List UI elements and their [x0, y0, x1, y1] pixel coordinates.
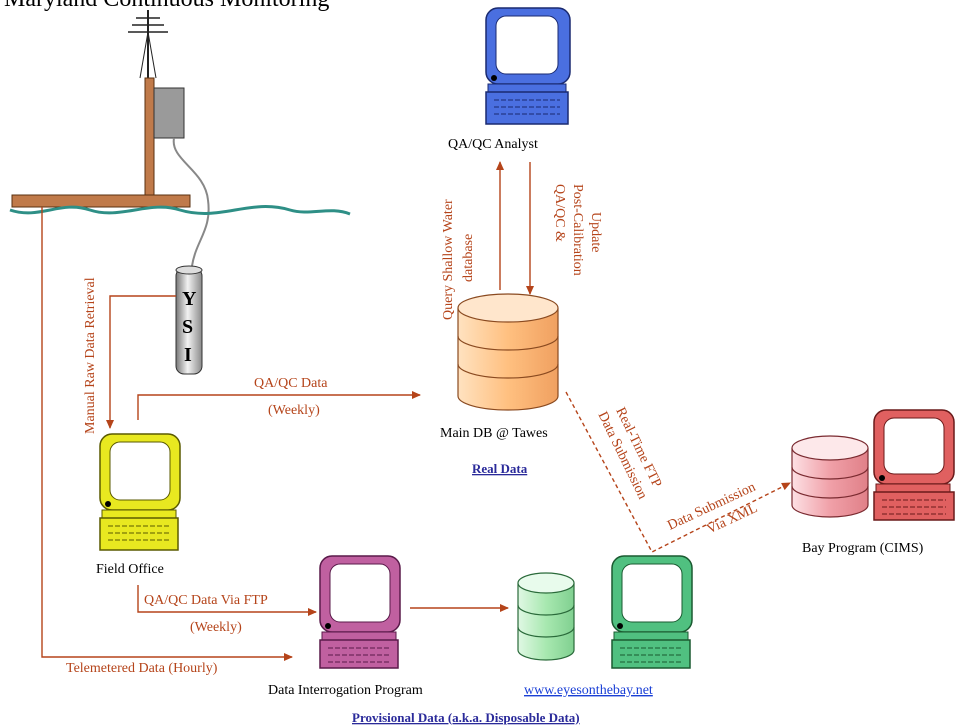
- bay-program-label: Bay Program (CIMS): [802, 541, 924, 556]
- sensor-cable: [172, 137, 210, 267]
- monitoring-station: Y S I: [9, 10, 351, 375]
- qaqc-data-label: QA/QC Data: [254, 376, 328, 391]
- field-office-label: Field Office: [96, 562, 164, 577]
- manual-retrieval-label: Manual Raw Data Retrieval: [83, 277, 98, 434]
- telemetered-label: Telemetered Data (Hourly): [66, 661, 218, 676]
- station-post: [144, 77, 155, 197]
- qaqc-weekly-label: (Weekly): [268, 403, 320, 418]
- diagram-title: Maryland Continuous Monitoring: [4, 0, 329, 12]
- data-logger-box: [153, 87, 185, 139]
- arrow-telemetered: [41, 207, 293, 661]
- qaqc-analyst-label: QA/QC Analyst: [448, 137, 538, 152]
- eyesonthebay-database-icon: [517, 572, 575, 661]
- connectors: [41, 161, 791, 661]
- data-interrogation-computer-icon: [319, 555, 401, 669]
- data-interrogation-label: Data Interrogation Program: [268, 683, 423, 698]
- query-label-line1: Query Shallow Water: [441, 199, 456, 320]
- xml-label-group: Data Submission Via XML: [665, 480, 760, 538]
- arrow-manual-retrieval: [106, 295, 176, 429]
- query-label-group: Query Shallow Water database: [441, 199, 476, 320]
- qaqc-analyst-computer-icon: [485, 7, 571, 125]
- update-label-group: QA/QC & Post-Calibration Update: [552, 184, 603, 276]
- main-db-database-icon: [457, 293, 559, 411]
- ftp-weekly-label: QA/QC Data Via FTP: [144, 593, 268, 608]
- provisional-data-link[interactable]: Provisional Data (a.k.a. Disposable Data…: [352, 710, 580, 725]
- water-wave: [9, 205, 351, 216]
- arrow-qaqc-weekly: [137, 391, 421, 420]
- query-label-line2: database: [461, 234, 476, 282]
- update-label-line1: QA/QC &: [552, 184, 567, 242]
- ysi-letter-s: S: [182, 316, 193, 338]
- ftp-weekly-label-2: (Weekly): [190, 620, 242, 635]
- arrow-ftp-weekly: [137, 585, 317, 616]
- ysi-letter-y: Y: [182, 288, 197, 310]
- eyesonthebay-computer-icon: [611, 555, 693, 669]
- main-db-label: Main DB @ Tawes: [440, 426, 548, 441]
- eyesonthebay-link[interactable]: www.eyesonthebay.net: [524, 683, 653, 698]
- ysi-letter-i: I: [184, 344, 192, 366]
- ysi-sensor: Y S I: [175, 265, 203, 375]
- real-data-link[interactable]: Real Data: [472, 461, 528, 476]
- bay-program-database-icon: [791, 435, 869, 518]
- dock-platform: [11, 194, 191, 208]
- antenna-icon: [128, 10, 168, 80]
- update-label-line2: Post-Calibration: [570, 184, 585, 276]
- update-label-line3: Update: [588, 212, 603, 252]
- field-office-computer-icon: [99, 433, 181, 551]
- realtime-ftp-label-group: Real-Time FTP Data Submission: [594, 405, 664, 502]
- bay-program-computer-icon: [873, 409, 955, 521]
